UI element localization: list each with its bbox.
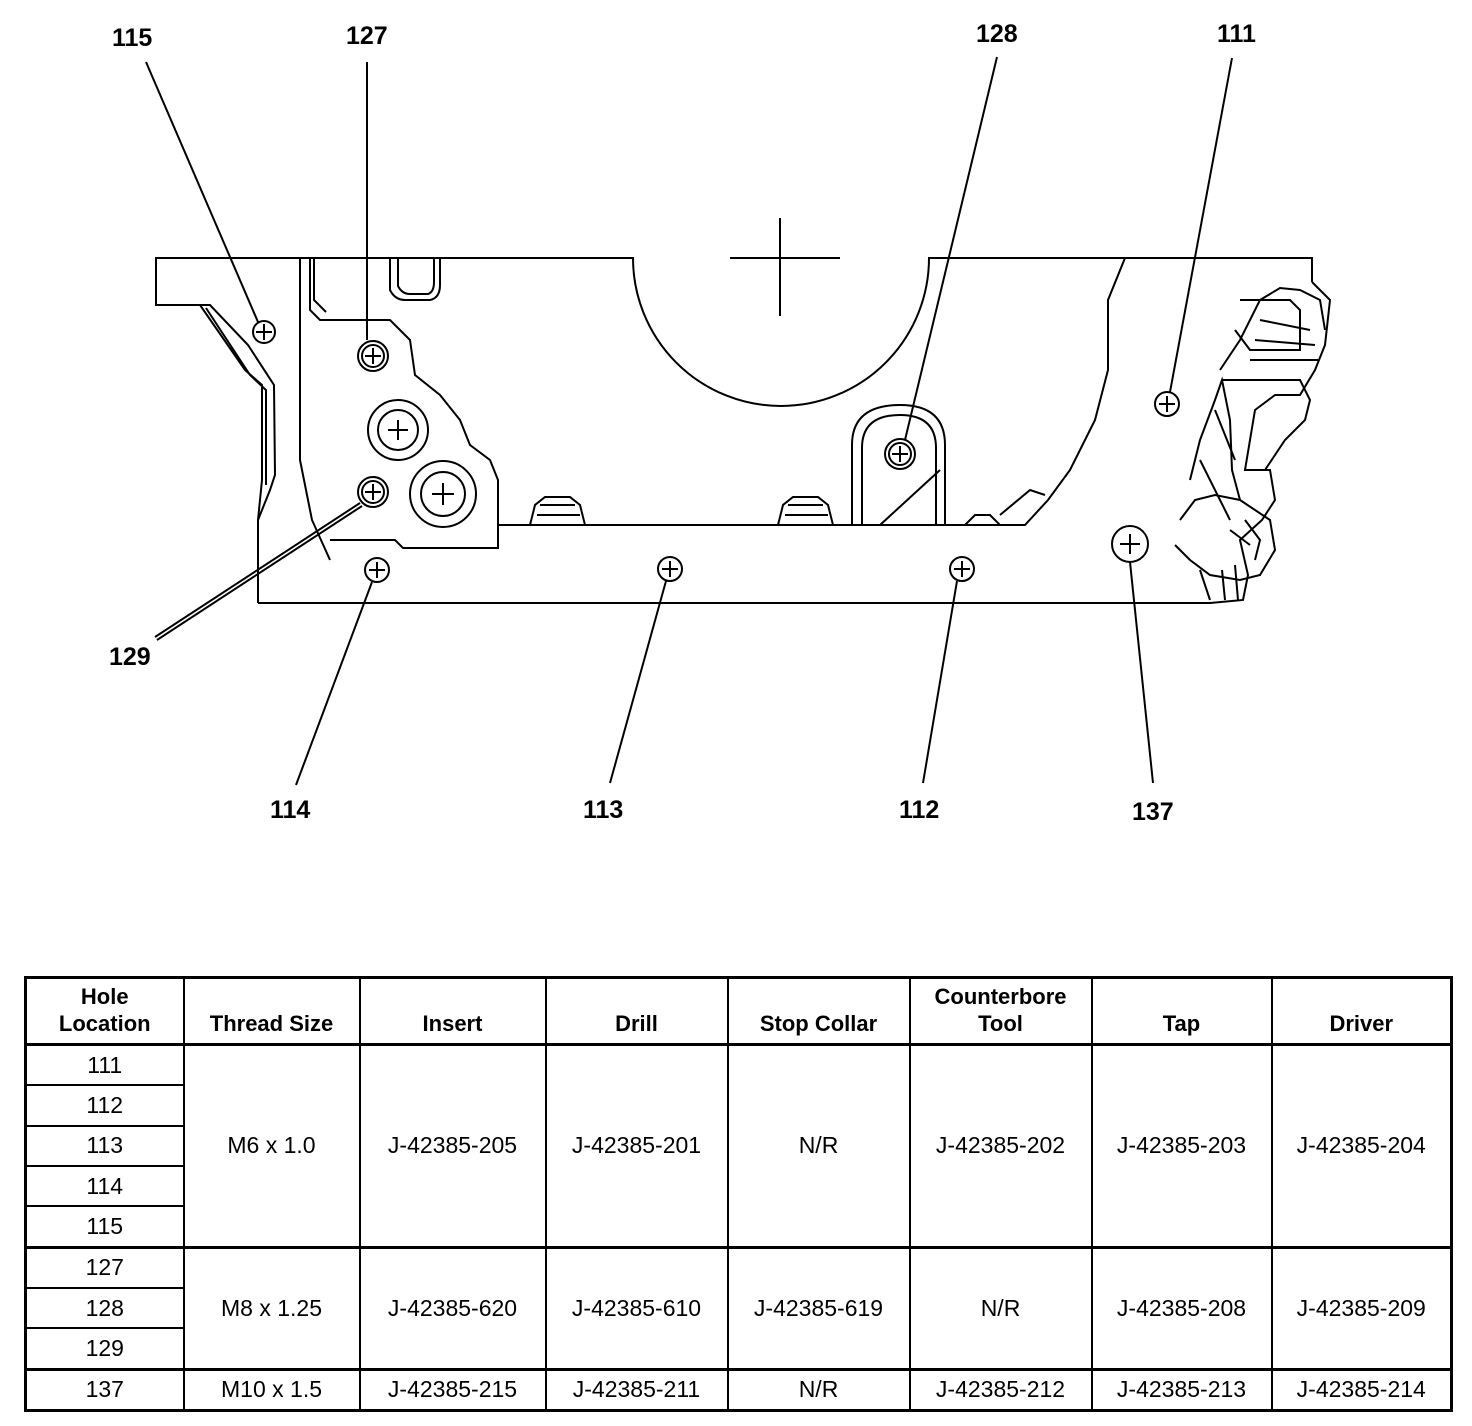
thread-size-cell: M8 x 1.25 <box>182 1245 361 1371</box>
insert-cell: J-42385-620 <box>358 1245 547 1371</box>
header-stop-collar: Stop Collar <box>726 976 911 1046</box>
table-row: 111 M6 x 1.0 J-42385-205 J-42385-201 N/R… <box>24 1043 1453 1249</box>
drill-cell: J-42385-610 <box>544 1245 729 1371</box>
callout-113: 113 <box>583 796 623 824</box>
driver-cell: J-42385-214 <box>1270 1367 1453 1412</box>
counterbore-tool-cell: N/R <box>908 1245 1093 1371</box>
hole-location-cell: 129 <box>24 1327 185 1371</box>
thread-size-cell: M6 x 1.0 <box>182 1043 361 1249</box>
header-insert: Insert <box>358 976 547 1046</box>
header-thread-size: Thread Size <box>182 976 361 1046</box>
tap-cell: J-42385-213 <box>1090 1367 1273 1412</box>
header-counterbore-tool: Counterbore Tool <box>908 976 1093 1046</box>
hole-113-icon <box>657 556 683 582</box>
counterbore-upper-icon <box>367 399 429 461</box>
callout-114: 114 <box>270 796 310 824</box>
hole-spec-table: Hole Location Thread Size Insert Drill S… <box>24 976 1453 1412</box>
tap-cell: J-42385-208 <box>1090 1245 1273 1371</box>
leader-114 <box>295 581 373 786</box>
table-row: 129 <box>24 1327 1452 1371</box>
table-row: 113 <box>24 1124 1452 1167</box>
header-drill: Drill <box>544 976 729 1046</box>
hole-128-icon <box>884 438 916 470</box>
driver-cell: J-42385-209 <box>1270 1245 1453 1371</box>
table-row: 115 <box>24 1205 1452 1249</box>
table-row: 112 <box>24 1084 1452 1127</box>
hole-111-icon <box>1154 391 1180 417</box>
leader-111 <box>1169 57 1233 393</box>
leader-112 <box>922 580 958 784</box>
table-row: 137 M10 x 1.5 J-42385-215 J-42385-211 N/… <box>24 1367 1453 1412</box>
driver-cell: J-42385-204 <box>1270 1043 1453 1249</box>
hole-location-cell: 127 <box>24 1245 185 1289</box>
hole-location-cell: 113 <box>24 1124 185 1167</box>
counterbore-lower-icon <box>409 460 477 528</box>
table-row: 114 <box>24 1164 1452 1208</box>
hole-location-cell: 111 <box>24 1043 185 1087</box>
leader-115 <box>145 61 259 323</box>
hole-127-icon <box>357 340 389 372</box>
hole-115-icon <box>252 320 276 344</box>
callout-127: 127 <box>346 22 388 50</box>
table-row: 127 M8 x 1.25 J-42385-620 J-42385-610 J-… <box>24 1245 1453 1371</box>
hole-location-cell: 137 <box>24 1367 185 1412</box>
hole-129-icon <box>357 476 389 508</box>
thread-size-cell: M10 x 1.5 <box>182 1367 361 1412</box>
hole-location-cell: 128 <box>24 1286 185 1330</box>
table-row: 128 <box>24 1286 1452 1330</box>
block-outline <box>155 257 1313 603</box>
callout-129: 129 <box>109 643 151 671</box>
stop-collar-cell: N/R <box>726 1043 911 1249</box>
hole-114-icon <box>364 557 390 583</box>
stop-collar-cell: J-42385-619 <box>726 1245 911 1371</box>
hole-112-icon <box>949 556 975 582</box>
drill-cell: J-42385-201 <box>544 1043 729 1249</box>
drill-cell: J-42385-211 <box>544 1367 729 1412</box>
insert-cell: J-42385-215 <box>358 1367 547 1412</box>
hole-location-cell: 115 <box>24 1205 185 1249</box>
counterbore-tool-cell: J-42385-202 <box>908 1043 1093 1249</box>
leader-113 <box>609 580 667 784</box>
header-tap: Tap <box>1090 976 1273 1046</box>
header-driver: Driver <box>1270 976 1453 1046</box>
callout-112: 112 <box>899 796 939 824</box>
callout-111: 111 <box>1217 20 1256 48</box>
table-header-row: Hole Location Thread Size Insert Drill S… <box>24 976 1453 1046</box>
header-hole-location: Hole Location <box>24 976 185 1046</box>
tap-cell: J-42385-203 <box>1090 1043 1273 1249</box>
stop-collar-cell: N/R <box>726 1367 911 1412</box>
callout-137: 137 <box>1132 798 1174 826</box>
callout-115: 115 <box>112 24 152 52</box>
hole-location-cell: 114 <box>24 1164 185 1208</box>
hole-137-icon <box>1111 525 1149 563</box>
engine-block-hole-diagram: 115 127 128 111 129 114 113 112 137 <box>109 20 1332 826</box>
hole-location-cell: 112 <box>24 1084 185 1127</box>
callout-128: 128 <box>976 20 1018 48</box>
counterbore-tool-cell: J-42385-212 <box>908 1367 1093 1412</box>
leader-137 <box>1129 561 1154 784</box>
insert-cell: J-42385-205 <box>358 1043 547 1249</box>
leader-128 <box>904 56 998 441</box>
leader-129 <box>154 502 361 638</box>
